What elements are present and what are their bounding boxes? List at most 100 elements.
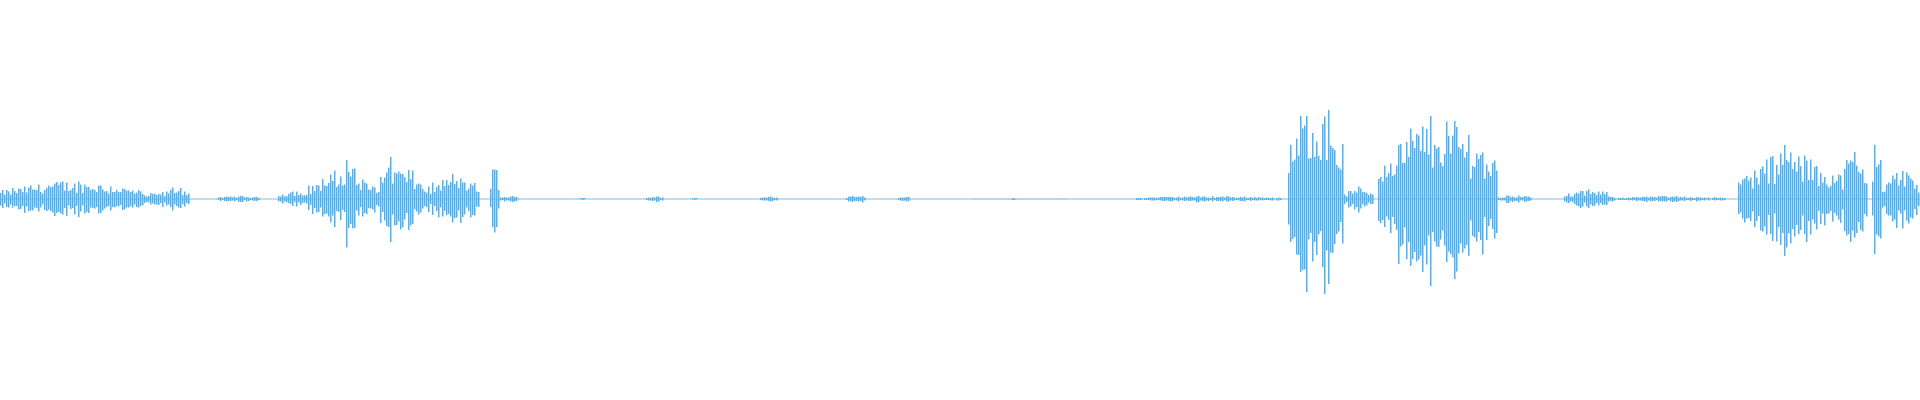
waveform-bar	[504, 196, 506, 202]
waveform-bar	[1404, 163, 1406, 228]
waveform-bar	[904, 197, 906, 201]
waveform-bar	[1476, 153, 1478, 242]
waveform-bar	[110, 186, 112, 211]
waveform-bar	[322, 178, 324, 217]
waveform-bar	[1008, 198, 1010, 200]
waveform-bar	[1646, 196, 1648, 202]
waveform-bar	[1486, 164, 1488, 241]
waveform-bar	[156, 194, 158, 205]
waveform-bar	[1502, 197, 1504, 201]
waveform-bar	[1590, 194, 1592, 205]
waveform-bar	[1634, 197, 1636, 201]
waveform-bar	[388, 167, 390, 227]
waveform-bar	[774, 198, 776, 200]
waveform-bar	[1182, 197, 1184, 201]
waveform-bar	[438, 185, 440, 218]
waveform-bar	[1626, 198, 1628, 200]
waveform-bar	[1630, 198, 1632, 200]
waveform-bar	[1798, 156, 1800, 234]
waveform-bar	[326, 186, 328, 214]
waveform-bar	[416, 184, 418, 212]
waveform-bar	[154, 193, 156, 205]
waveform-bar	[1666, 196, 1668, 202]
waveform-bar	[160, 194, 162, 204]
waveform-bar	[1178, 196, 1180, 202]
waveform-bar	[1908, 175, 1910, 224]
waveform-bar	[112, 192, 114, 207]
waveform-bar	[1322, 123, 1324, 268]
waveform-bar	[516, 197, 518, 201]
waveform-bar	[104, 191, 106, 209]
waveform-bar	[1724, 197, 1726, 201]
waveform-bar	[972, 198, 974, 200]
waveform-bar	[234, 196, 236, 202]
waveform-bar	[1838, 174, 1840, 220]
waveform-bar	[1668, 197, 1670, 201]
waveform-bar	[6, 190, 8, 207]
waveform-bar	[978, 198, 980, 200]
waveform-bar	[1308, 158, 1310, 240]
waveform-bar	[18, 188, 20, 210]
waveform-bar	[86, 186, 88, 213]
waveform-bar	[288, 194, 290, 203]
waveform-bar	[298, 194, 300, 203]
waveform-bar	[356, 184, 358, 211]
waveform-bar	[1348, 191, 1350, 208]
waveform-bar	[350, 176, 352, 224]
waveform-bar	[1686, 197, 1688, 201]
waveform-bar	[1794, 162, 1796, 237]
waveform-bar	[1680, 197, 1682, 201]
waveform-bar	[436, 187, 438, 211]
waveform-bar	[1380, 177, 1382, 223]
waveform-bar	[1602, 191, 1604, 206]
waveform-bar	[4, 194, 6, 204]
waveform-bar	[1416, 133, 1418, 262]
waveform-bar	[1268, 198, 1270, 200]
waveform-bar	[1256, 197, 1258, 201]
waveform-bar	[466, 190, 468, 208]
waveform-bar	[1028, 198, 1030, 200]
waveform-bar	[1150, 197, 1152, 201]
waveform-bar	[1640, 197, 1642, 201]
waveform-bar	[10, 194, 12, 205]
waveform-bar	[1786, 160, 1788, 248]
waveform-bar	[910, 198, 912, 200]
waveform-bar	[1478, 159, 1480, 232]
waveform-bar	[378, 192, 380, 207]
waveform-bar	[1338, 167, 1340, 232]
waveform-bar	[16, 193, 18, 206]
waveform-bar	[1222, 196, 1224, 202]
waveform-bar	[654, 197, 656, 201]
waveform-bar	[1848, 163, 1850, 234]
waveform-bar	[1754, 170, 1756, 228]
waveform-bar	[1022, 198, 1024, 200]
waveform-bar	[68, 190, 70, 206]
waveform-bar	[1350, 190, 1352, 207]
waveform-bar	[1854, 151, 1856, 238]
waveform-bar	[450, 181, 452, 217]
waveform-bar	[1326, 160, 1328, 251]
waveform-bar	[1780, 153, 1782, 246]
waveform-bar	[1660, 196, 1662, 202]
waveform-bar	[1764, 173, 1766, 227]
waveform-bar	[1394, 174, 1396, 224]
waveform-bar	[1480, 155, 1482, 241]
waveform-bar	[390, 156, 392, 242]
waveform-bar	[1492, 163, 1494, 230]
waveform-bar	[1598, 191, 1600, 206]
waveform-bar	[352, 168, 354, 229]
waveform-bar	[1016, 198, 1018, 200]
waveform-bar	[368, 189, 370, 208]
waveform-bar	[1716, 198, 1718, 200]
waveform-bar	[1800, 165, 1802, 231]
waveform-bar	[100, 185, 102, 213]
waveform-bar	[1398, 145, 1400, 265]
waveform-bar	[304, 195, 306, 203]
waveform-bar	[1366, 193, 1368, 206]
waveform-bar	[1278, 197, 1280, 201]
waveform-bar	[88, 186, 90, 214]
waveform-bar	[344, 184, 346, 212]
waveform-bar	[256, 196, 258, 202]
waveform-bar	[332, 181, 334, 216]
waveform-bar	[70, 190, 72, 209]
